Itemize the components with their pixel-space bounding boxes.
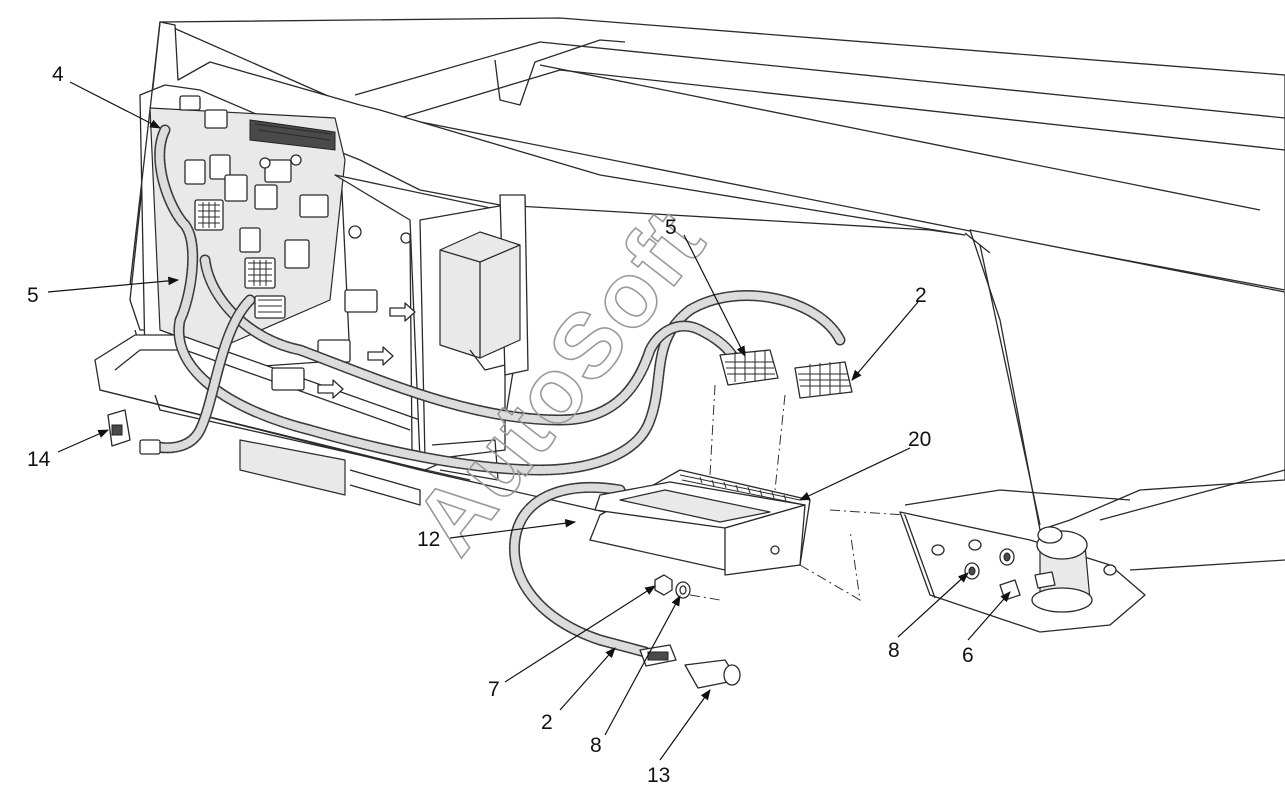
leader-8-right — [897, 572, 969, 638]
callout-5-right: 5 — [665, 216, 677, 239]
callout-labels: 4 5 14 5 2 20 12 7 2 8 13 8 6 — [27, 63, 974, 787]
leader-8-bottom — [604, 595, 681, 736]
ecu-module — [589, 349, 853, 576]
callout-12: 12 — [417, 528, 440, 551]
leader-4 — [69, 81, 161, 129]
leader-2-bottom — [559, 647, 616, 711]
leader-14 — [57, 429, 109, 453]
callout-8-bottom: 8 — [590, 734, 602, 757]
leader-5-right — [683, 234, 746, 357]
loose-parts — [107, 409, 861, 689]
connector-14-plug — [139, 439, 161, 455]
leader-7 — [504, 585, 656, 683]
callout-2-right: 2 — [915, 284, 927, 307]
leader-6 — [967, 591, 1011, 641]
callout-5-left: 5 — [27, 284, 39, 307]
leader-lines — [47, 81, 1011, 761]
callout-4: 4 — [52, 63, 64, 86]
leader-5-left — [47, 276, 180, 293]
dashboard-frame — [159, 17, 1285, 571]
callout-8-right: 8 — [888, 639, 900, 662]
callout-13: 13 — [647, 764, 670, 787]
callout-7: 7 — [488, 678, 500, 701]
callout-6: 6 — [962, 644, 974, 667]
callout-2-bottom: 2 — [541, 711, 553, 734]
control-unit-housing — [271, 174, 529, 481]
callout-20: 20 — [908, 428, 931, 451]
nut-7 — [654, 574, 673, 596]
leader-12 — [449, 518, 577, 539]
leader-13 — [659, 689, 711, 761]
callout-14: 14 — [27, 448, 51, 471]
leader-2-right — [851, 301, 919, 381]
mount-bracket — [829, 509, 1146, 633]
leader-20 — [799, 447, 911, 501]
wiring-harness — [144, 124, 846, 658]
